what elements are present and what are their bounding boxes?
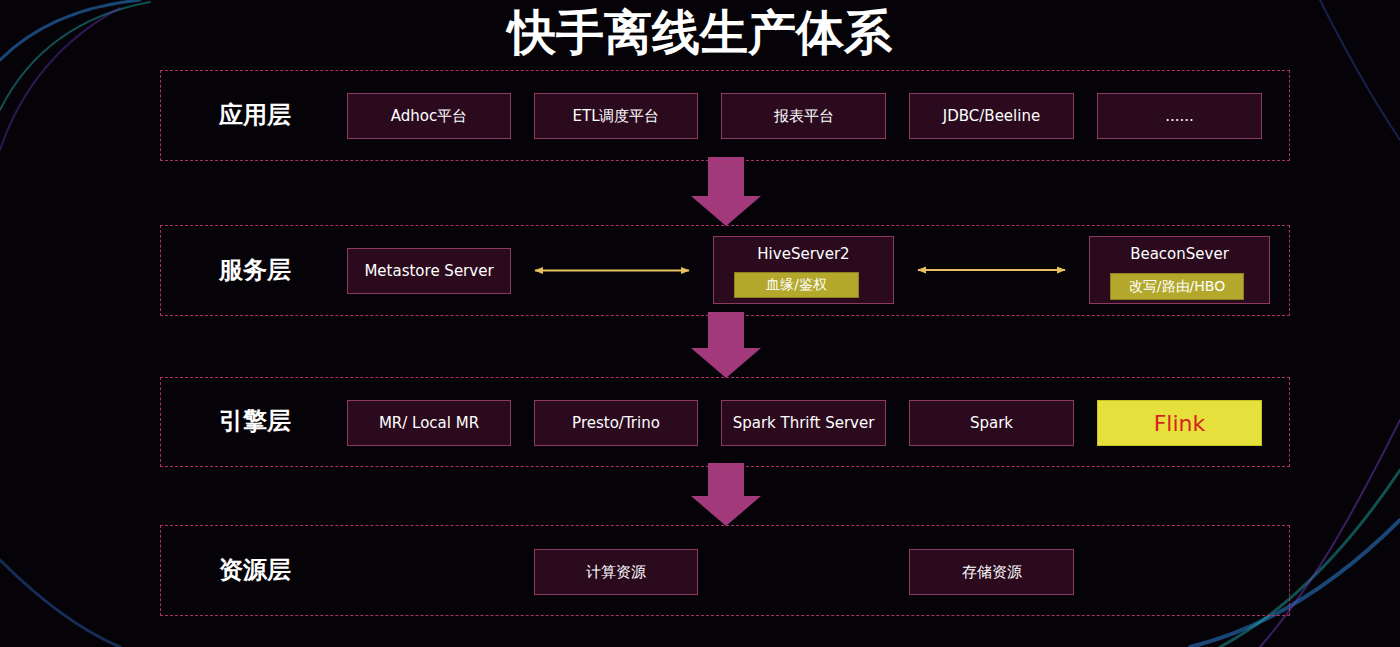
app-box: ...... [1097,93,1262,139]
layer-band: 资源层 计算资源 存储资源 [160,525,1290,616]
engine-box: Spark [909,400,1074,446]
box-label: Spark [970,414,1013,432]
engine-box: Presto/Trino [534,400,698,446]
box-label: HiveServer2 [714,245,893,263]
app-box: JDBC/Beeline [909,93,1074,139]
service-box: HiveServer2 血缘/鉴权 [713,236,894,304]
box-label: 报表平台 [774,107,834,126]
flow-block-arrow [691,157,761,226]
box-label: ...... [1165,107,1194,125]
engine-box: MR/ Local MR [347,400,511,446]
box-label: 存储资源 [962,563,1022,582]
box-label: BeaconSever [1090,245,1269,263]
box-label: Flink [1154,411,1206,436]
box-label: Spark Thrift Server [733,414,875,432]
feature-tag: 血缘/鉴权 [734,272,859,298]
layer-label: 服务层 [219,254,291,286]
layer-band: 应用层 Adhoc平台 ETL调度平台 报表平台 JDBC/Beeline...... [160,70,1290,161]
box-label: ETL调度平台 [573,107,660,126]
service-box: BeaconSever 改写/路由/HBO [1089,236,1270,304]
app-box: 报表平台 [721,93,886,139]
box-label: JDBC/Beeline [943,107,1040,125]
resource-box: 计算资源 [534,549,698,595]
feature-tag: 改写/路由/HBO [1110,273,1244,300]
box-label: 血缘/鉴权 [766,276,827,294]
layer-label: 资源层 [219,554,291,586]
box-label: Metastore Server [364,262,493,280]
highlight-engine-box: Flink [1097,400,1262,446]
box-label: Presto/Trino [572,414,660,432]
resource-box: 存储资源 [909,549,1074,595]
box-label: MR/ Local MR [379,414,479,432]
layer-band: 服务层 Metastore Server HiveServer2 血缘/鉴权 Beaco… [160,225,1290,316]
box-label: Adhoc平台 [391,107,467,126]
service-box: Metastore Server [347,248,511,294]
flow-block-arrow [691,312,761,378]
engine-box: Spark Thrift Server [721,400,886,446]
layer-band: 引擎层 MR/ Local MR Presto/Trino Spark Thrift … [160,377,1290,467]
app-box: ETL调度平台 [534,93,698,139]
bidirectional-arrow [535,270,689,272]
box-label: 计算资源 [586,563,646,582]
flow-block-arrow [691,463,761,526]
box-label: 改写/路由/HBO [1129,278,1225,296]
app-box: Adhoc平台 [347,93,511,139]
layer-label: 引擎层 [219,405,291,437]
title: 快手离线生产体系 [0,2,1400,62]
bidirectional-arrow [918,269,1065,271]
layer-label: 应用层 [219,99,291,131]
